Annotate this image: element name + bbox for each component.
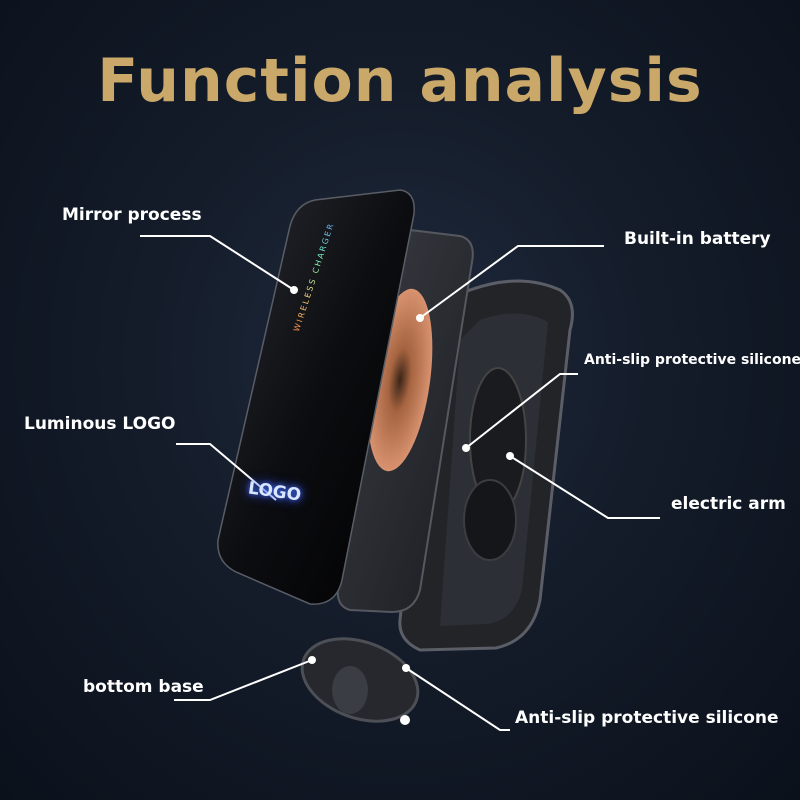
page-title: Function analysis [97, 46, 703, 116]
bottom-base [300, 637, 420, 725]
label-built-in-battery: Built-in battery [624, 229, 771, 249]
leader-dots [290, 286, 514, 672]
back-shell [398, 279, 574, 652]
label-electric-arm: electric arm [671, 494, 786, 514]
label-luminous-logo: Luminous LOGO [24, 414, 176, 434]
leader-lines [140, 235, 660, 731]
label-bottom-base: bottom base [83, 677, 204, 697]
label-anti-slip-top: Anti-slip protective silicone [584, 352, 800, 368]
mirror-panel [217, 189, 415, 605]
label-mirror-process: Mirror process [62, 205, 202, 225]
label-anti-slip-bottom: Anti-slip protective silicone [515, 708, 779, 728]
